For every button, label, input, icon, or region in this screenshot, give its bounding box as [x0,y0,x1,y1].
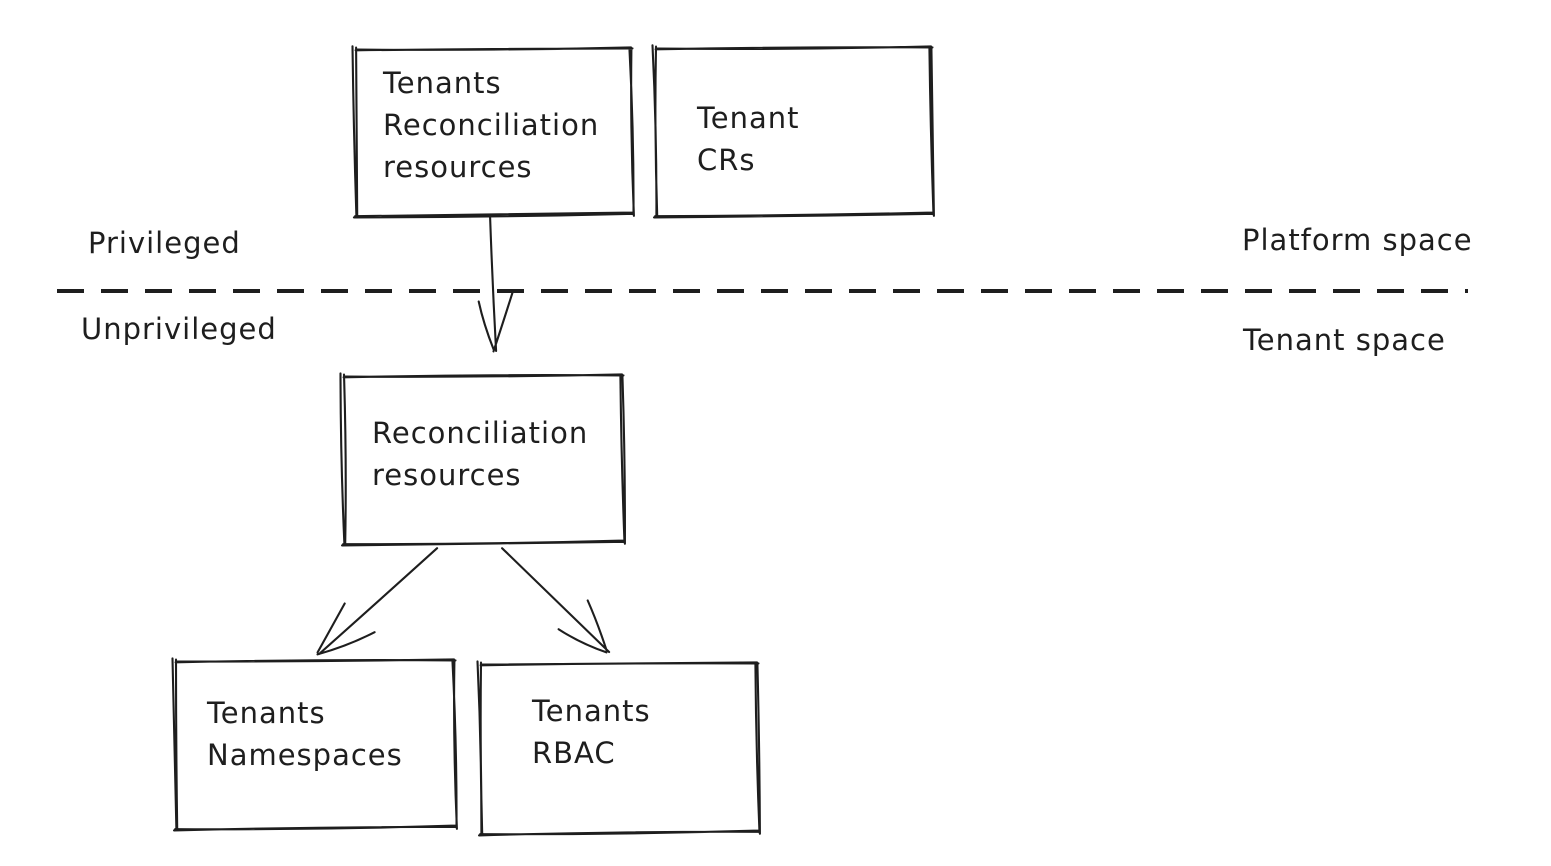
edge-tenants-reconciliation-to-reconciliation [477,216,514,353]
box-tenants-rbac [476,660,761,837]
label-tenant-space: Tenant space [1243,323,1446,357]
box-tenants-namespaces [171,657,458,832]
label-unprivileged: Unprivileged [81,312,277,346]
edge-reconciliation-to-tenants-rbac [501,547,611,654]
node-tenants-namespaces-label: Tenants Namespaces [207,696,403,772]
label-platform-space: Platform space [1242,223,1473,257]
node-reconciliation-resources-label: Reconciliation resources [372,416,589,492]
node-tenant-crs: Tenant CRs [655,47,932,215]
edge-reconciliation-to-tenants-namespaces [316,547,439,656]
node-tenant-crs-label: Tenant CRs [697,101,800,177]
box-reconciliation-resources [339,372,626,547]
node-tenants-namespaces: Tenants Namespaces [175,660,455,828]
node-reconciliation-resources: Reconciliation resources [343,375,623,543]
box-tenant-crs [651,44,935,219]
node-tenants-rbac: Tenants RBAC [480,663,758,833]
node-tenants-rbac-label: Tenants RBAC [532,694,651,770]
node-tenants-reconciliation-resources: Tenants Reconciliation resources [355,48,632,215]
label-privileged: Privileged [88,226,241,260]
box-tenants-reconciliation-resources [351,45,635,219]
node-tenants-reconciliation-resources-label: Tenants Reconciliation resources [383,66,600,184]
